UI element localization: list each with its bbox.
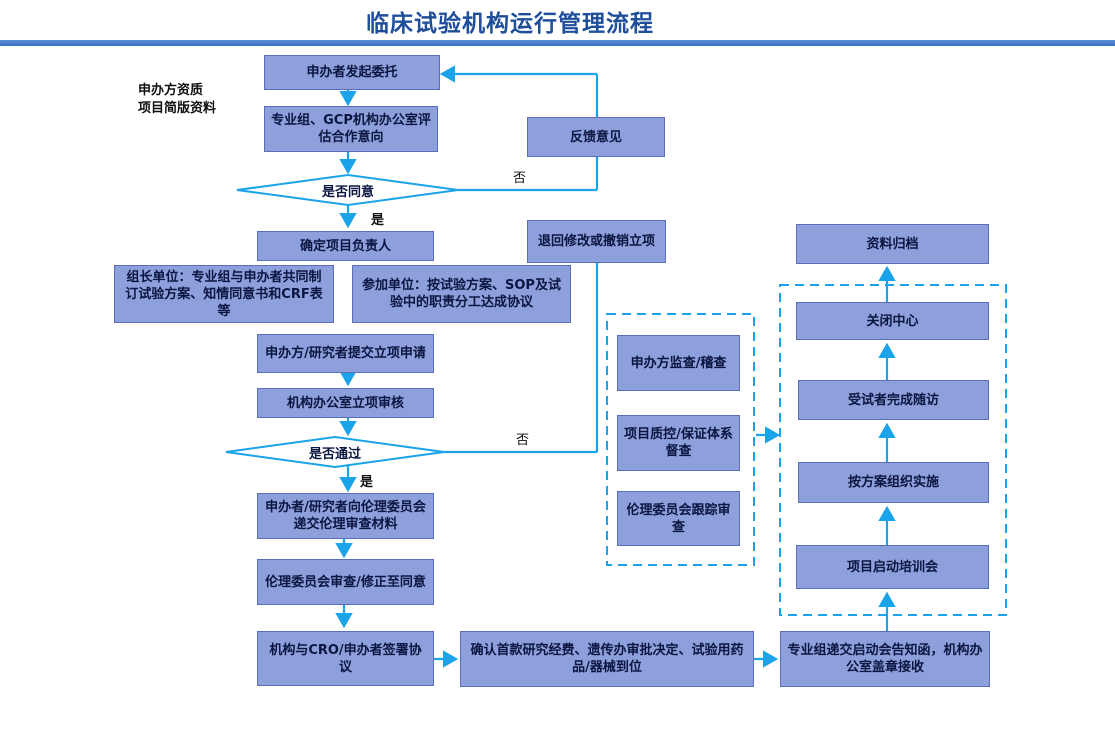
step-sign-agreement[interactable]: 机构与CRO/申办者签署协议: [257, 631, 434, 686]
step-evaluate[interactable]: 专业组、GCP机构办公室评估合作意向: [264, 106, 438, 152]
label-yes-agree: 是: [371, 213, 385, 228]
step-kickoff-letter[interactable]: 专业组递交启动会告知函，机构办公室盖章接收: [780, 631, 990, 687]
oversight-ethics-tracking[interactable]: 伦理委员会跟踪审查: [617, 491, 740, 546]
sponsor-materials-note: 申办方资质 项目简版资料: [138, 82, 216, 118]
step-submit-application[interactable]: 申办方/研究者提交立项申请: [257, 334, 434, 373]
exec-implement-protocol[interactable]: 按方案组织实施: [798, 462, 989, 503]
step-office-review[interactable]: 机构办公室立项审核: [257, 388, 434, 418]
title-underline: [0, 40, 1115, 46]
agree-decision-diamond: [236, 173, 459, 207]
pass-decision-diamond: [225, 435, 445, 469]
step-return-revise[interactable]: 退回修改或撤销立项: [527, 220, 666, 263]
oversight-quality-control[interactable]: 项目质控/保证体系督查: [617, 415, 740, 471]
exec-kickoff-training[interactable]: 项目启动培训会: [796, 545, 989, 589]
step-initiate[interactable]: 申办者发起委托: [264, 55, 440, 90]
note-line-2: 项目简版资料: [138, 101, 217, 116]
label-yes-pass: 是: [360, 475, 374, 490]
step-confirm-pi[interactable]: 确定项目负责人: [257, 231, 434, 261]
label-no-agree: 否: [513, 171, 527, 186]
exec-archive[interactable]: 资料归档: [796, 224, 989, 264]
step-ethics-submit[interactable]: 申办者/研究者向伦理委员会递交伦理审查材料: [257, 493, 434, 539]
step-ethics-review[interactable]: 伦理委员会审查/修正至同意: [257, 559, 434, 605]
exec-close-center[interactable]: 关闭中心: [796, 302, 989, 340]
step-confirm-funds[interactable]: 确认首款研究经费、遗传办审批决定、试验用药品/器械到位: [460, 631, 754, 687]
note-line-1: 申办方资质: [138, 83, 204, 98]
step-feedback[interactable]: 反馈意见: [527, 117, 665, 157]
page-title: 临床试验机构运行管理流程: [366, 11, 654, 37]
agree-decision-label: 是否同意: [321, 185, 374, 200]
step-participant-unit[interactable]: 参加单位：按试验方案、SOP及试验中的职责分工达成协议: [352, 265, 571, 323]
oversight-sponsor-monitor[interactable]: 申办方监查/稽查: [617, 335, 740, 391]
exec-subject-followup[interactable]: 受试者完成随访: [798, 380, 989, 420]
execution-group-border: [779, 284, 1007, 616]
oversight-group-border: [606, 313, 755, 566]
pass-decision-label: 是否通过: [308, 447, 361, 462]
step-leader-unit[interactable]: 组长单位：专业组与申办者共同制订试验方案、知情同意书和CRF表等: [114, 265, 334, 323]
label-no-pass: 否: [516, 433, 530, 448]
